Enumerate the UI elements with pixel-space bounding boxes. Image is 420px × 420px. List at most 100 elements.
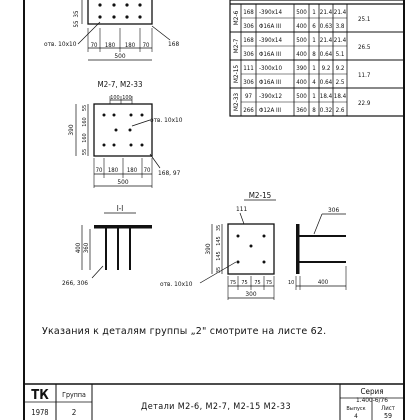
cell-qty: 8 [312, 107, 316, 114]
dim-bottom-3: 180 [125, 42, 136, 49]
cell-profile: -390x12 [259, 93, 282, 100]
cell-w1: 0.63 [320, 23, 333, 30]
cell-profile: -390x14 [259, 37, 282, 44]
cell-w2: 9.2 [336, 65, 345, 72]
cell-w1: 0.64 [320, 79, 333, 86]
dim-bottom-1: 75 [230, 280, 236, 286]
drawing-m2-15: M2-15 111 390 35 145 145 35 отв. 10x10 7… [160, 191, 347, 300]
plate-outline [93, 103, 153, 157]
cell-w1: 18.4 [320, 93, 333, 100]
dim-width: 500 [114, 52, 125, 60]
cell-w2: 5.1 [336, 51, 345, 58]
cell-qty: 1 [312, 65, 316, 72]
cell-w2: 18.4 [334, 93, 347, 100]
dim-bottom-4: 70 [143, 42, 150, 49]
hole-label: отв. 10x10 [150, 116, 183, 124]
cell-w1: 9.2 [322, 65, 331, 72]
cell-total: 22.9 [358, 100, 371, 107]
cell-pos: 168 [243, 37, 254, 44]
dim-bottom-1: 70 [96, 167, 103, 174]
dim-left-1: 55 [82, 105, 88, 111]
dim-bottom-4: 70 [144, 167, 151, 174]
sheet-value: 59 [384, 412, 392, 420]
section-i-i: I-I 400 360 266, 306 [62, 204, 152, 287]
cell-pos: 306 [243, 23, 254, 30]
cell-len: 400 [296, 51, 307, 58]
leader-label: 266, 306 [62, 279, 88, 287]
cell-profile: Φ16A III [259, 23, 281, 30]
title-block: ТК 1978 Группа 2 Детали М2-6, М2-7, М2-1… [24, 383, 404, 420]
plate-outline [227, 223, 275, 275]
cell-profile: Φ16A III [259, 79, 281, 86]
note-text: Указания к деталям группы „2" смотрите н… [42, 326, 327, 337]
cell-len: 500 [296, 9, 307, 16]
cell-pos: 111 [243, 65, 254, 72]
cell-w2: 2.6 [336, 107, 345, 114]
cell-pos: 306 [243, 51, 254, 58]
group-m2-15: M2-15 [232, 65, 240, 84]
dim-height: 390 [67, 124, 75, 135]
leader-label: 168 [168, 40, 179, 48]
dim-bottom-2: 180 [105, 42, 116, 49]
cell-len: 400 [296, 79, 307, 86]
dim-bottom-4: 75 [266, 280, 272, 286]
dim-top-2: 55 [73, 21, 80, 28]
side-dim-2: 400 [318, 279, 329, 286]
series-label: Серия [360, 387, 383, 396]
year: 1978 [31, 408, 48, 417]
dim-left-2: 360 [83, 242, 90, 253]
cell-pos: 168 [243, 9, 254, 16]
dim-top-2: 100 [122, 95, 131, 101]
dim-left-3: 160 [82, 133, 88, 142]
sheet-label: Лист [381, 405, 395, 412]
cell-total: 26.5 [358, 44, 371, 51]
cell-pos: 306 [243, 79, 254, 86]
cell-w1: 21.4 [320, 37, 333, 44]
cell-qty: 1 [312, 93, 316, 100]
dim-left-1: 400 [75, 242, 82, 253]
cell-len: 400 [296, 23, 307, 30]
cell-w2: 2.5 [336, 79, 345, 86]
cell-qty: 1 [312, 9, 316, 16]
drawing-m2-6: 35 55 отв. 10x10 168 70 180 180 70 500 [44, 0, 179, 61]
dim-width: 500 [117, 178, 128, 186]
group-m2-7: M2-7 [232, 38, 240, 53]
cell-len: 500 [296, 93, 307, 100]
dim-bottom-2: 180 [108, 167, 119, 174]
hole-label: отв. 10x10 [44, 40, 77, 48]
cell-qty: 8 [312, 51, 316, 58]
cell-qty: 1 [312, 37, 316, 44]
dim-height: 390 [204, 243, 212, 254]
top-leader: 111 [236, 205, 247, 213]
dim-left-1: 35 [216, 225, 222, 231]
hole-label: отв. 10x10 [160, 280, 193, 288]
cell-w2: 21.4 [334, 9, 347, 16]
plate-outline [87, 0, 153, 25]
group-label: Группа [62, 391, 86, 399]
side-plate [296, 224, 300, 274]
group-value: 2 [72, 408, 77, 417]
right-leader: 306 [328, 206, 339, 214]
issue-value: 4 [354, 412, 358, 420]
cell-w2: 21.4 [334, 37, 347, 44]
cell-total: 25.1 [358, 16, 371, 23]
cell-profile: Φ12A III [259, 107, 281, 114]
cell-w2: 3.8 [336, 23, 345, 30]
group-m2-6: M2-6 [232, 10, 240, 25]
series-value: 1.400-6/76 [356, 396, 388, 404]
dim-bottom-3: 75 [254, 280, 260, 286]
leader-label: 168, 97 [158, 169, 181, 177]
dim-bottom-3: 180 [127, 167, 138, 174]
cell-w1: 21.4 [320, 9, 333, 16]
drawing-m2-7-m2-33: M2-7, M2-33 100 100 390 55 160 160 55 от… [67, 80, 183, 188]
section-title: I-I [117, 204, 123, 213]
dim-width: 300 [245, 290, 256, 298]
group-m2-33: M2-33 [232, 93, 240, 112]
drawing-title: M2-7, M2-33 [97, 80, 142, 89]
dim-bottom-2: 75 [241, 280, 247, 286]
plate-section [94, 225, 152, 229]
side-dim-1: 10 [288, 280, 294, 286]
dim-bottom-1: 70 [91, 42, 98, 49]
cell-qty: 6 [312, 23, 316, 30]
